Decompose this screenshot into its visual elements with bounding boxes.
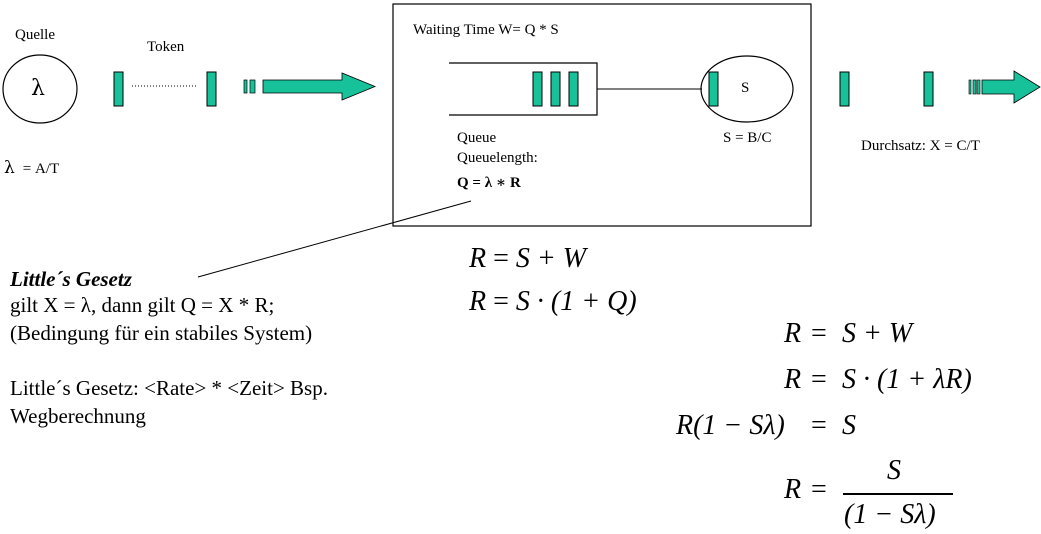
- token: [206, 71, 217, 107]
- token-label: Token: [147, 39, 185, 55]
- queue-token: [532, 71, 543, 107]
- little-line-3: Little´s Gesetz: <Rate> * <Zeit> Bsp.: [10, 376, 328, 400]
- source-label: Quelle: [15, 27, 55, 43]
- right-eq-4-lhs: R: [784, 474, 802, 505]
- output-token: [839, 71, 850, 107]
- equals-sign: =: [493, 286, 509, 317]
- fraction-denominator: (1 − Sλ): [844, 499, 936, 530]
- server-circle: [700, 55, 794, 123]
- fraction-numerator: S: [887, 455, 901, 486]
- equals-sign: =: [811, 364, 827, 395]
- source-rate-text: = A/T: [22, 161, 60, 177]
- fraction-bar: [843, 493, 953, 495]
- right-eq-3-lhs: R(1 − Sλ): [676, 410, 785, 441]
- equals-sign: =: [811, 410, 827, 441]
- right-eq-1-lhs: R: [784, 318, 802, 349]
- little-line-1: gilt X = λ, dann gilt Q = X * R;: [10, 293, 275, 317]
- output-token: [923, 71, 934, 107]
- center-eq-1-lhs: R: [469, 243, 487, 274]
- center-eq-1: R = S + W: [469, 243, 586, 275]
- equals-sign: =: [493, 243, 509, 274]
- queue-label: Queue: [457, 130, 497, 146]
- source-lambda: λ: [31, 76, 45, 101]
- queuelength-label: Queuelength:: [457, 150, 538, 166]
- center-eq-2-lhs: R: [469, 286, 487, 317]
- equals-sign: =: [811, 474, 827, 505]
- little-pointer-line: [197, 200, 472, 278]
- throughput-label: Durchsatz: X = C/T: [861, 138, 980, 154]
- equals-sign: =: [811, 318, 827, 349]
- right-eq-3-rhs: S: [842, 410, 856, 441]
- center-eq-2: R = S · (1 + Q): [469, 286, 637, 318]
- lambda-symbol: λ: [4, 158, 15, 178]
- little-line-2: (Bedingung für ein stabiles System): [10, 321, 313, 345]
- little-title: Little´s Gesetz: [10, 267, 132, 291]
- token: [113, 71, 124, 107]
- center-eq-1-rhs: S + W: [515, 243, 587, 274]
- server-symbol: S: [741, 80, 750, 96]
- queue-formula: Q = λ ∗ R: [457, 175, 521, 191]
- right-eq-2-rhs: S · (1 + λR): [842, 364, 972, 395]
- waiting-time-label: Waiting Time W= Q * S: [413, 22, 559, 38]
- queue-token: [568, 71, 579, 107]
- little-line-4: Wegberechnung: [10, 404, 146, 428]
- server-token: [708, 71, 719, 107]
- server-formula: S = B/C: [723, 130, 772, 146]
- outgoing-arrow-icon: [968, 70, 1041, 104]
- system-box: [392, 3, 812, 227]
- source-circle: [2, 54, 78, 124]
- source-rate: λ = A/T: [4, 158, 59, 178]
- incoming-arrow-icon: [243, 72, 377, 101]
- center-eq-2-rhs: S · (1 + Q): [515, 286, 637, 317]
- right-eq-1-rhs: S + W: [842, 318, 913, 349]
- right-eq-2-lhs: R: [784, 364, 802, 395]
- queue-token: [550, 71, 561, 107]
